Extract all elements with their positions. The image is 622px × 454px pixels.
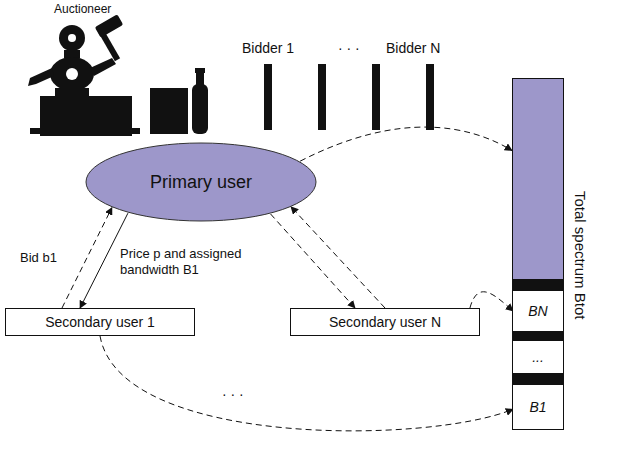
auctioneer-figure — [28, 14, 208, 136]
bandwidth-segment: BN — [513, 291, 563, 331]
bidder-label: Bidder 1 — [240, 40, 296, 56]
node-text: ... — [532, 349, 544, 365]
dashed-arrow — [62, 208, 112, 308]
secondary-user-box: Secondary user N — [290, 308, 480, 336]
node-text: B1 — [529, 399, 546, 415]
primary-band — [513, 79, 563, 279]
dashed-arrow — [100, 336, 513, 431]
dashed-arrow — [291, 207, 385, 308]
bandwidth-segment: ... — [513, 341, 563, 373]
node-text: Secondary user N — [329, 314, 441, 330]
node-text: BN — [528, 303, 547, 319]
edge-label: Price p and assigned bandwidth B1 — [118, 246, 254, 278]
ellipsis-label: · · · — [220, 386, 246, 402]
node-text: Secondary user 1 — [45, 314, 155, 330]
spectrum-title: Total spectrum Btot — [571, 191, 589, 319]
bandwidth-segment: B1 — [513, 385, 563, 429]
dashed-arrow — [271, 214, 355, 308]
secondary-user-box: Secondary user 1 — [5, 308, 195, 336]
spectrum-bar: Total spectrum BtotBN...B1 — [512, 78, 564, 430]
bidder-label: Bidder N — [384, 40, 442, 56]
edge-label: Bid b1 — [18, 250, 59, 266]
dashed-arrow — [300, 127, 512, 161]
auctioneer-label: Auctioneer — [52, 2, 113, 16]
bidder-bars — [264, 64, 434, 130]
ellipsis-label: · · · — [336, 40, 362, 56]
node-text: Primary user — [150, 172, 252, 193]
primary-user-ellipse: Primary user — [85, 142, 317, 222]
